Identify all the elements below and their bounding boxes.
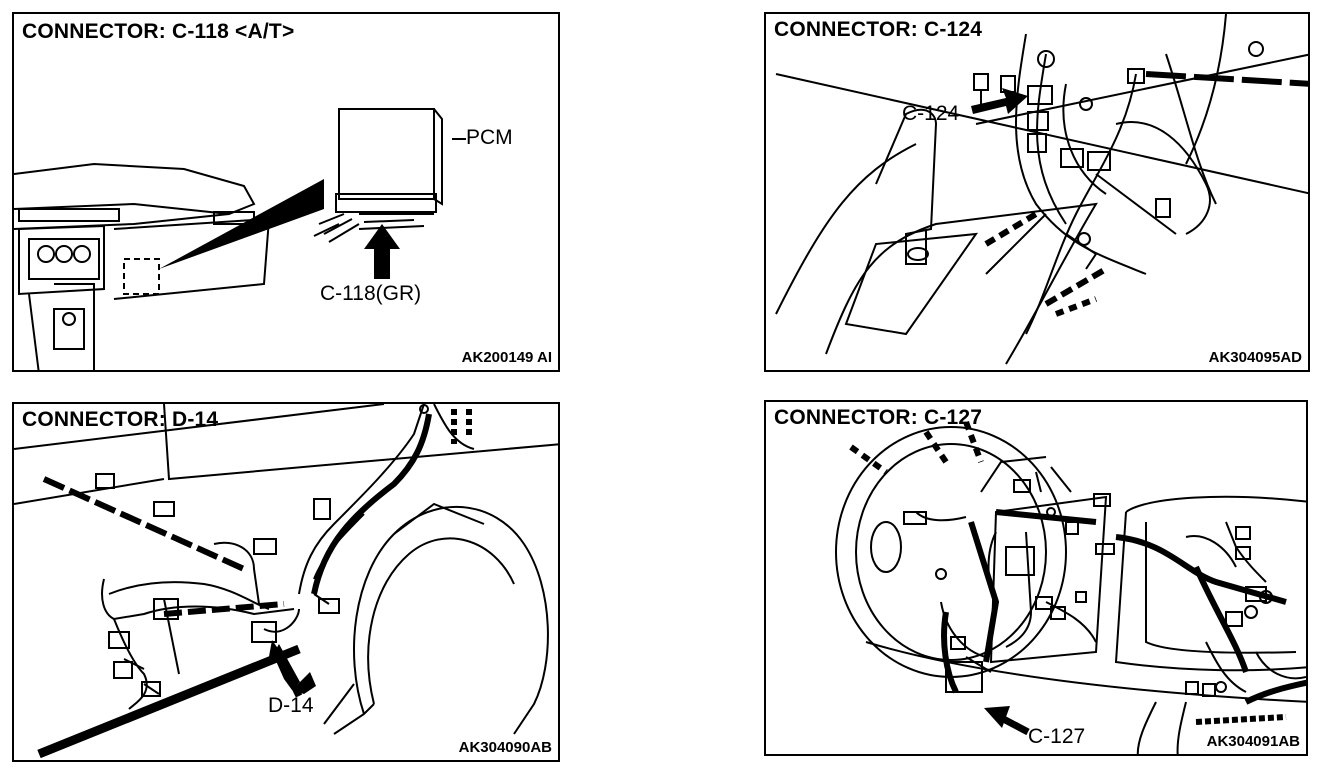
c124-drawing-code: AK304095AD [1208, 349, 1302, 366]
c124-title: CONNECTOR: C-124 [774, 18, 983, 41]
c118-drawing-code: AK200149 AI [461, 349, 552, 366]
panel-connector-c127: CONNECTOR: C-127 C-127 AK304091AB [764, 400, 1308, 756]
c118-drawing [14, 108, 466, 370]
c127-drawing [835, 420, 1306, 754]
c127-title: CONNECTOR: C-127 [774, 406, 983, 429]
d14-drawing-code: AK304090AB [458, 739, 552, 756]
panel-connector-c118: CONNECTOR: C-118 <A/T> PCM C-118(GR) AK2… [12, 12, 560, 372]
c127-drawing-code: AK304091AB [1206, 733, 1300, 750]
panel-connector-c124: CONNECTOR: C-124 C-124 AK304095AD [764, 12, 1310, 372]
d14-connector-label: D-14 [268, 694, 314, 717]
pcm-label: PCM [466, 126, 513, 149]
c124-connector-label: C-124 [902, 102, 960, 125]
c124-drawing [775, 14, 1308, 365]
c118-connector-label: C-118(GR) [320, 282, 422, 305]
d14-drawing [14, 404, 558, 759]
c127-connector-label: C-127 [1028, 725, 1086, 748]
panel-connector-d14: CONNECTOR: D-14 D-14 AK304090AB [12, 402, 560, 762]
c118-title: CONNECTOR: C-118 <A/T> [22, 20, 295, 43]
d14-title: CONNECTOR: D-14 [22, 408, 219, 431]
